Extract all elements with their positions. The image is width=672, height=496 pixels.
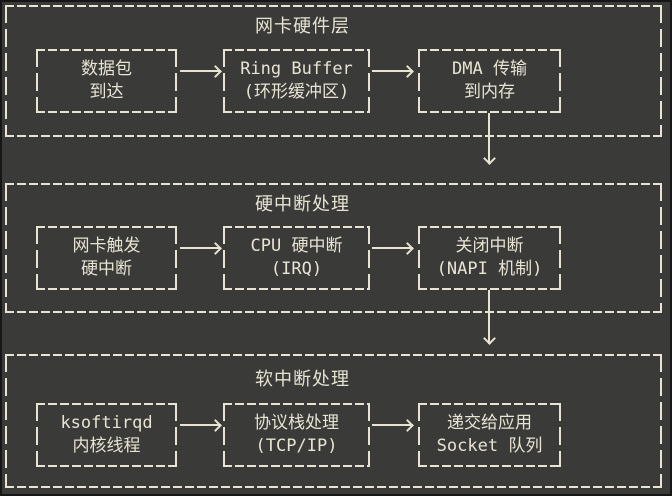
arrow-head — [401, 418, 414, 432]
section-nic-hardware-layer: 网卡硬件层 数据包 到达 Ring Buffer (环形缓冲区) DMA 传输 … — [5, 5, 662, 137]
arrow-right-icon — [180, 417, 222, 433]
arrow-shaft — [488, 113, 490, 164]
arrow-head — [401, 64, 414, 78]
box-text-line: 数据包 — [81, 59, 132, 79]
box-ksoftirqd-thread: ksoftirqd 内核线程 — [36, 403, 177, 467]
arrow-head — [209, 241, 222, 255]
arrow-right-icon — [180, 63, 222, 79]
arrow-shaft — [372, 424, 413, 426]
arrow-shaft — [488, 290, 490, 344]
box-cpu-hard-irq: CPU 硬中断 (IRQ) — [223, 226, 370, 290]
arrow-right-icon — [372, 417, 414, 433]
box-text-line: 协议栈处理 — [254, 413, 339, 433]
section-title: 硬中断处理 — [255, 194, 350, 215]
box-text-line: Socket 队列 — [436, 436, 543, 456]
box-text-line: Ring Buffer — [240, 59, 353, 79]
arrow-down-icon — [481, 113, 497, 165]
box-ring-buffer: Ring Buffer (环形缓冲区) — [223, 49, 370, 113]
section-title: 网卡硬件层 — [255, 16, 350, 37]
arrow-right-icon — [372, 63, 414, 79]
arrow-right-icon — [372, 240, 414, 256]
arrow-shaft — [180, 70, 221, 72]
box-packet-arrival: 数据包 到达 — [36, 49, 177, 113]
box-text-line: (环形缓冲区) — [243, 82, 350, 102]
box-text-line: (NAPI 机制) — [436, 259, 543, 279]
box-text-line: (IRQ) — [270, 259, 323, 279]
section-title: 软中断处理 — [255, 369, 350, 390]
box-socket-queue: 递交给应用 Socket 队列 — [418, 403, 561, 467]
box-text-line: DMA 传输 — [452, 59, 527, 79]
box-disable-irq-napi: 关闭中断 (NAPI 机制) — [418, 226, 561, 290]
box-text-line: 内核线程 — [72, 436, 141, 456]
arrow-head — [482, 332, 496, 345]
arrow-shaft — [180, 424, 221, 426]
section-soft-irq-handling: 软中断处理 ksoftirqd 内核线程 协议栈处理 (TCP/IP) 递交给应… — [5, 354, 662, 488]
section-hard-irq-handling: 硬中断处理 网卡触发 硬中断 CPU 硬中断 (IRQ) 关闭中断 (NAPI … — [5, 183, 662, 313]
arrow-shaft — [180, 247, 221, 249]
arrow-right-icon — [180, 240, 222, 256]
box-text-line: 网卡触发 — [72, 236, 141, 256]
box-text-line: 到内存 — [464, 82, 515, 102]
arrow-head — [209, 418, 222, 432]
box-text-line: 关闭中断 — [455, 236, 524, 256]
box-text-line: (TCP/IP) — [255, 436, 338, 456]
box-text-line: 到达 — [89, 82, 124, 102]
arrow-head — [209, 64, 222, 78]
box-text-line: 硬中断 — [81, 259, 132, 279]
arrow-shaft — [372, 247, 413, 249]
box-text-line: ksoftirqd — [60, 413, 153, 433]
box-text-line: 递交给应用 — [447, 413, 532, 433]
arrow-head — [482, 152, 496, 165]
arrow-down-icon — [481, 290, 497, 345]
box-protocol-stack: 协议栈处理 (TCP/IP) — [223, 403, 370, 467]
box-text-line: CPU 硬中断 — [250, 236, 343, 256]
arrow-head — [401, 241, 414, 255]
box-dma-transfer: DMA 传输 到内存 — [418, 49, 561, 113]
box-nic-triggers-irq: 网卡触发 硬中断 — [36, 226, 177, 290]
arrow-shaft — [372, 70, 413, 72]
